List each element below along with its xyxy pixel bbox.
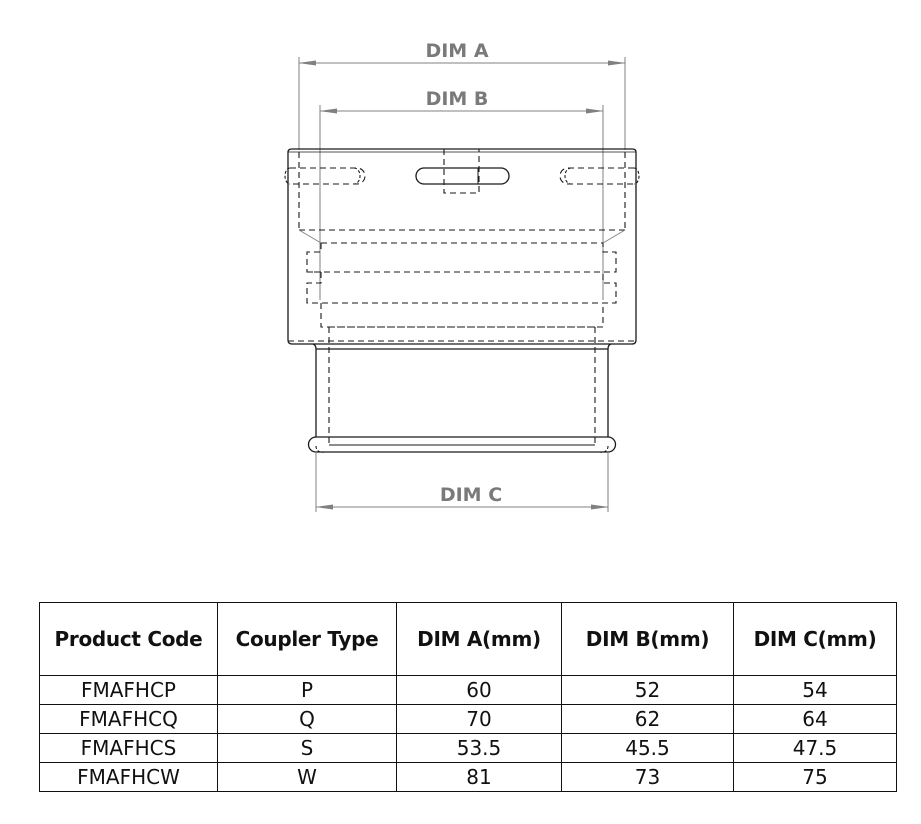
dim-a-cell: 60 (396, 675, 562, 705)
table-row: FMAFHCW W 81 73 75 (39, 762, 897, 792)
dim-c-cell: 64 (733, 704, 897, 734)
coupler-type-cell: W (217, 762, 397, 792)
center-tab-hidden (443, 149, 480, 194)
header-dim-a: DIM A(mm) (396, 602, 562, 676)
dimensions-table: Product Code Coupler Type DIM A(mm) DIM … (39, 602, 897, 792)
header-dim-b: DIM B(mm) (561, 602, 734, 676)
dim-a-label: DIM A (425, 40, 488, 62)
coupler-type-cell: S (217, 733, 397, 763)
housing-body (287, 148, 637, 345)
dim-b-label: DIM B (426, 88, 489, 110)
dim-b-cell: 52 (561, 675, 734, 705)
center-slot (415, 167, 510, 185)
header-dim-c: DIM C(mm) (733, 602, 897, 676)
product-code-cell: FMAFHCW (39, 762, 218, 792)
coupler-type-cell: Q (217, 704, 397, 734)
right-slot-hidden (559, 167, 634, 185)
table-header-row: Product Code Coupler Type DIM A(mm) DIM … (39, 602, 897, 676)
coupler-type-cell: P (217, 675, 397, 705)
product-code-cell: FMAFHCQ (39, 704, 218, 734)
table-row: FMAFHCP P 60 52 54 (39, 675, 897, 705)
header-coupler-type: Coupler Type (217, 602, 397, 676)
left-slot-hidden (290, 167, 366, 185)
header-product-code: Product Code (39, 602, 218, 676)
table-row: FMAFHCS S 53.5 45.5 47.5 (39, 733, 897, 763)
product-code-cell: FMAFHCP (39, 675, 218, 705)
dim-c-label: DIM C (440, 484, 502, 506)
dim-a-dimension: DIM A (298, 40, 626, 150)
dim-a-cell: 70 (396, 704, 562, 734)
dim-c-cell: 75 (733, 762, 897, 792)
dim-c-dimension: DIM C (315, 452, 609, 512)
dim-a-cell: 53.5 (396, 733, 562, 763)
hidden-lines (284, 149, 640, 453)
dim-b-cell: 45.5 (561, 733, 734, 763)
product-code-cell: FMAFHCS (39, 733, 218, 763)
dim-b-dimension: DIM B (319, 88, 604, 300)
spigot (307, 343, 617, 453)
table-row: FMAFHCQ Q 70 62 64 (39, 704, 897, 734)
dim-a-cell: 81 (396, 762, 562, 792)
dim-b-cell: 73 (561, 762, 734, 792)
dim-b-cell: 62 (561, 704, 734, 734)
dim-c-cell: 54 (733, 675, 897, 705)
dim-c-cell: 47.5 (733, 733, 897, 763)
technical-drawing: DIM A DIM B (284, 40, 640, 512)
